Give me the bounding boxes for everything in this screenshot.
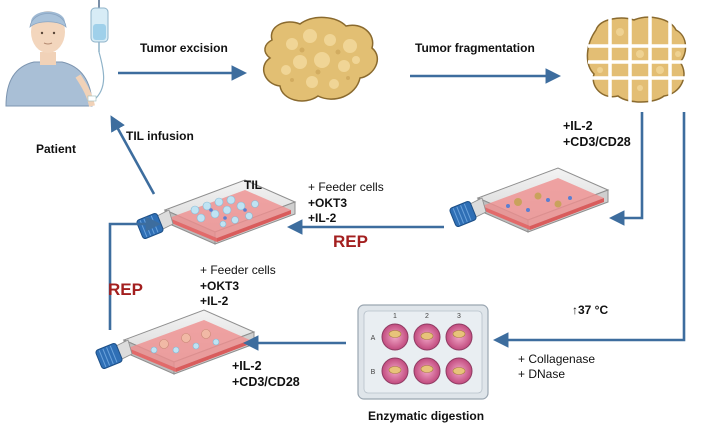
label-okt3-top: +OKT3 xyxy=(308,196,347,210)
plate-col-3: 3 xyxy=(457,313,461,320)
label-cd3cd28-bottom: +CD3/CD28 xyxy=(232,375,300,389)
plate-col-2: 2 xyxy=(425,313,429,320)
well-plate-illustration: 1 2 3 A B xyxy=(357,304,489,400)
label-tumor-excision: Tumor excision xyxy=(140,41,228,55)
plate-row-b: B xyxy=(371,369,376,376)
tumor-illustration xyxy=(262,16,378,102)
arrow-to-initial-culture xyxy=(608,112,644,226)
label-cd3cd28-top: +CD3/CD28 xyxy=(563,135,631,149)
label-rep-top: REP xyxy=(333,232,368,251)
fragmented-tumor-illustration xyxy=(586,14,690,106)
label-collagenase: + Collagenase xyxy=(518,352,595,366)
flask-initial-culture xyxy=(449,167,610,233)
flask-pre-rep xyxy=(95,309,256,375)
label-feeder-top: + Feeder cells xyxy=(308,180,384,194)
label-feeder-bottom: + Feeder cells xyxy=(200,263,276,277)
label-til-infusion: TIL infusion xyxy=(126,129,194,143)
label-il2-top: +IL-2 xyxy=(563,119,593,133)
label-til: TIL xyxy=(244,178,262,192)
label-okt3-bottom: +OKT3 xyxy=(200,279,239,293)
label-rep-left: REP xyxy=(108,280,143,299)
label-dnase: + DNase xyxy=(518,367,565,381)
arrow-rep-left xyxy=(108,216,162,330)
plate-col-1: 1 xyxy=(393,313,397,320)
label-il2-mid: +IL-2 xyxy=(308,211,337,225)
flow-arrows xyxy=(108,65,686,351)
label-patient: Patient xyxy=(36,142,76,156)
label-tumor-fragmentation: Tumor fragmentation xyxy=(415,41,535,55)
arrow-til-infusion xyxy=(110,115,156,195)
arrow-to-digestion xyxy=(492,112,686,348)
label-il2-bottom: +IL-2 xyxy=(232,359,262,373)
flask-til-expanded xyxy=(136,179,297,245)
label-temperature: ↑37 °C xyxy=(572,303,608,317)
label-enzymatic-digestion: Enzymatic digestion xyxy=(368,409,484,423)
patient-illustration xyxy=(5,0,109,107)
plate-row-a: A xyxy=(371,335,376,342)
label-il2-bottom-mid: +IL-2 xyxy=(200,294,229,308)
